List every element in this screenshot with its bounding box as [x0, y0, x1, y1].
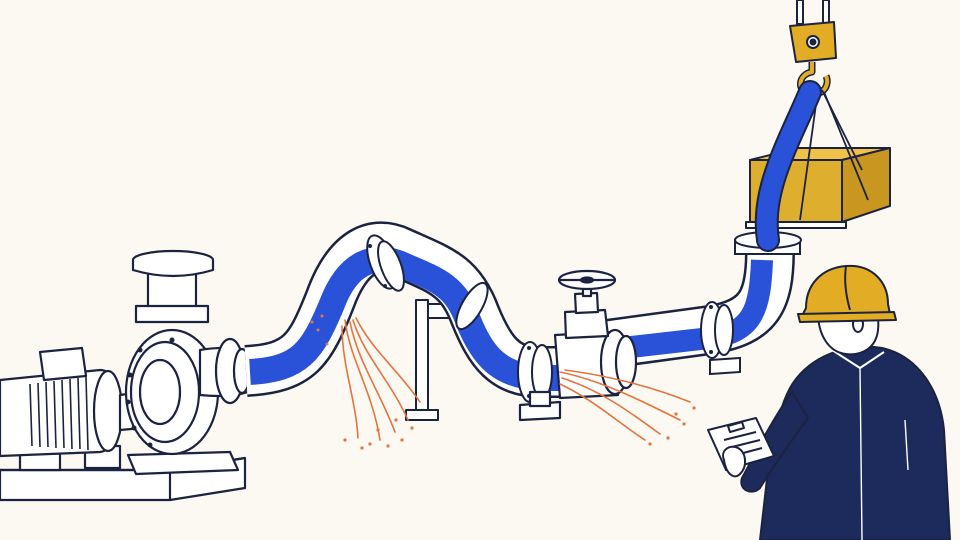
clipboard [707, 417, 775, 478]
gate-valve [518, 269, 638, 422]
crane-hook [789, 0, 837, 98]
flow-hose-to-hook [754, 80, 822, 252]
leak-spray-loop [341, 317, 421, 441]
valve-support [709, 356, 741, 376]
valve-leak-droplets [648, 406, 696, 446]
hard-hat [797, 264, 897, 323]
pipe-flanges [366, 231, 802, 403]
safety-inspector [740, 288, 951, 540]
electric-motor [0, 346, 247, 502]
leak-spray-droplets [310, 314, 414, 450]
leak-spray-valve [559, 369, 691, 441]
lifting-slings [799, 89, 869, 221]
flange-bolts [368, 244, 713, 398]
centrifugal-pump [124, 249, 252, 476]
